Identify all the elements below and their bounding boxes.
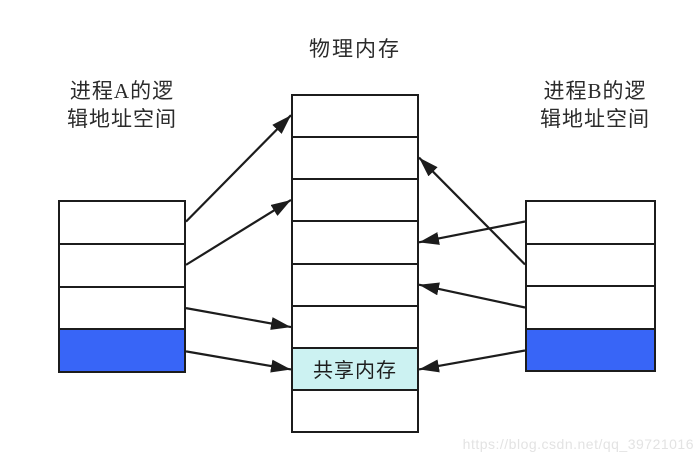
memory-cell [293, 220, 417, 262]
memory-cell [527, 285, 654, 328]
memory-cell [60, 202, 184, 243]
mapping-arrow [418, 282, 526, 309]
process-a-label-line2: 辑地址空间 [67, 107, 177, 131]
mapping-arrow [418, 156, 526, 266]
memory-cell [293, 304, 417, 347]
mapped-page-cell [527, 327, 654, 370]
mapped-page-cell [60, 328, 184, 371]
process-b-address-space-column [525, 200, 656, 372]
memory-cell [527, 202, 654, 243]
process-b-label-line1: 进程B的逻 [543, 79, 647, 103]
process-a-label-line1: 进程A的逻 [69, 79, 175, 103]
process-b-label: 进程B的逻 辑地址空间 [497, 77, 693, 133]
memory-cell [60, 285, 184, 329]
physical-memory-title: 物理内存 [309, 37, 401, 61]
memory-cell [293, 136, 417, 178]
mapping-arrow [418, 349, 526, 373]
mapping-arrow [185, 199, 292, 266]
process-a-address-space-column [58, 200, 186, 373]
process-a-label: 进程A的逻 辑地址空间 [24, 77, 220, 133]
mapping-arrow [418, 220, 526, 245]
memory-cell [527, 242, 654, 286]
memory-cell [293, 262, 417, 305]
mapping-arrow [185, 307, 292, 330]
watermark: https://blog.csdn.net/qq_39721016 [462, 436, 694, 452]
physical-memory-column: 共享内存 [291, 94, 419, 433]
mapping-arrow [185, 350, 292, 373]
shared-memory-label: 共享内存 [313, 360, 397, 383]
memory-cell [60, 242, 184, 286]
memory-cell [293, 96, 417, 136]
shared-memory-cell: 共享内存 [293, 346, 417, 389]
memory-cell [293, 178, 417, 220]
memory-cell [293, 388, 417, 431]
process-b-label-line2: 辑地址空间 [540, 107, 650, 131]
